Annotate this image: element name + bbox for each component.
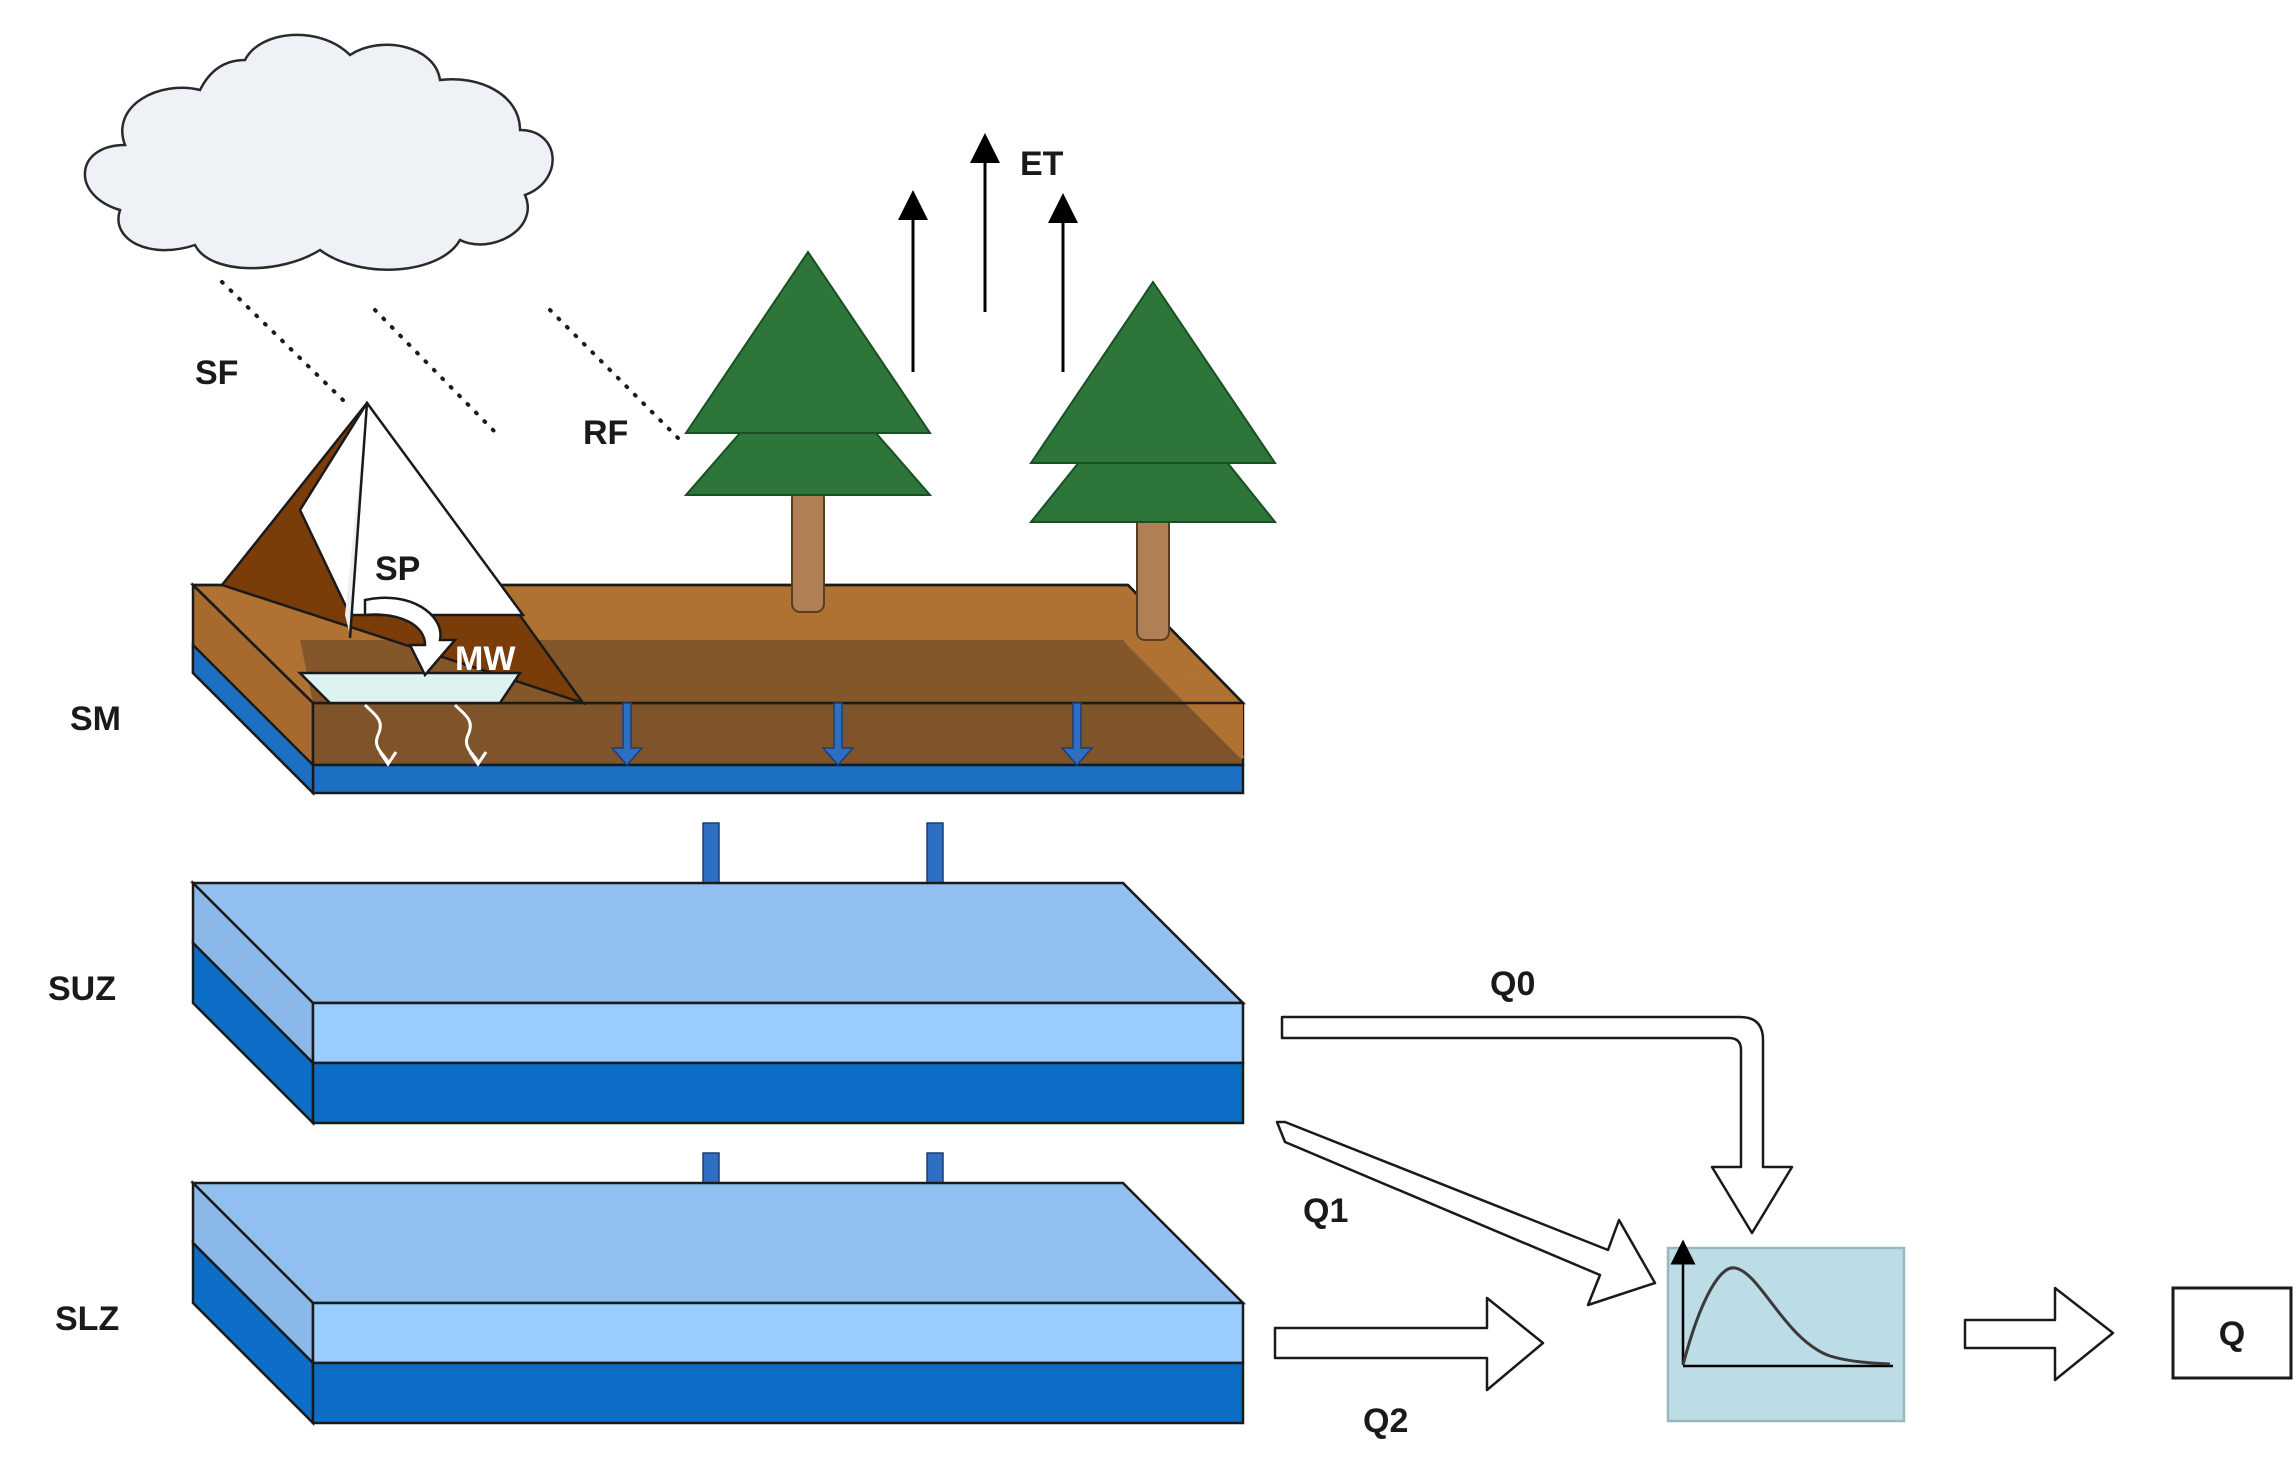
q2-label: Q2 xyxy=(1363,1402,1408,1440)
upper-zone-layer xyxy=(189,879,1247,1127)
hydrograph-curve xyxy=(1681,1266,1891,1366)
cloud-icon xyxy=(83,33,554,271)
q1-arrow xyxy=(1275,1120,1657,1307)
hydrograph-routing-box xyxy=(1666,1239,1906,1423)
precipitation-lines xyxy=(220,280,682,442)
soil-moisture-label: SM xyxy=(70,700,121,738)
tree-icon-left xyxy=(683,250,933,613)
lower-zone-label: SLZ xyxy=(55,1300,119,1338)
q2-arrow xyxy=(1273,1296,1545,1392)
q0-label: Q0 xyxy=(1490,965,1535,1003)
snowpack xyxy=(219,400,587,706)
discharge-label: Q xyxy=(2219,1315,2245,1353)
upper-zone-label: SUZ xyxy=(48,970,116,1008)
rainfall-label: RF xyxy=(583,414,628,452)
output-arrow xyxy=(1963,1286,2115,1382)
evapotranspiration-label: ET xyxy=(1020,145,1064,183)
q1-label: Q1 xyxy=(1303,1192,1348,1230)
snowfall-label: SF xyxy=(195,354,238,392)
snowpack-label: SP xyxy=(375,550,420,588)
meltwater-arrow-icon xyxy=(363,596,458,678)
tree-icon-right xyxy=(1028,280,1278,641)
q0-arrow xyxy=(1280,1015,1794,1235)
percolation-arrows-soil xyxy=(610,702,1094,767)
discharge-box xyxy=(2171,1286,2293,1380)
evapotranspiration-arrows xyxy=(898,133,1078,372)
infiltration-squiggles xyxy=(363,703,488,767)
lower-zone-layer xyxy=(189,1179,1247,1427)
meltwater-label: MW xyxy=(455,640,516,678)
